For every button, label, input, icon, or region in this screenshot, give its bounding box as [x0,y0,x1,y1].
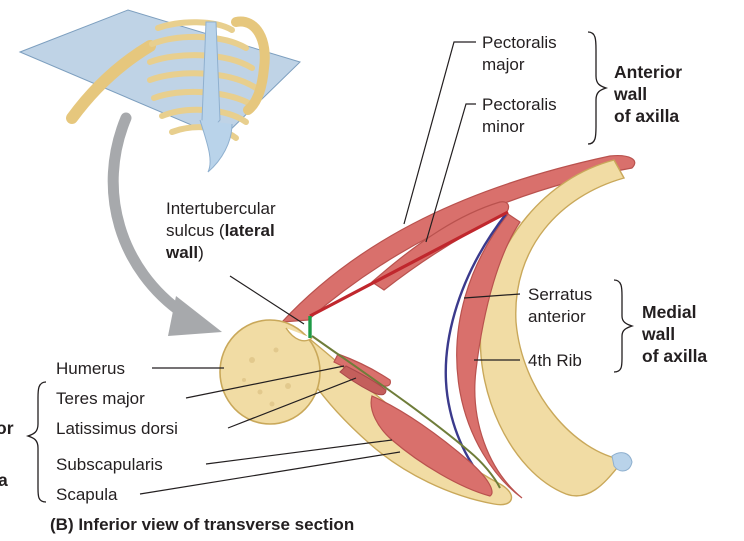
pectoralis-minor-label: Pectoralis minor [482,95,561,136]
transverse-section [220,156,635,505]
fourth-rib-label: 4th Rib [528,351,582,370]
posterior-wall-brace [28,382,46,502]
thorax-thumbnail [20,10,300,172]
subscapularis-label: Subscapularis [56,455,163,474]
latissimus-dorsi-label: Latissimus dorsi [56,419,178,438]
medial-wall-group-label: Medial wall of axilla [641,302,707,366]
intertubercular-sulcus-label: Intertubercular sulcus (lateral wall) [165,199,280,262]
scapula-label: Scapula [56,485,118,504]
anterior-wall-group-label: Anterior wall of axilla [613,62,687,126]
thumbnail-costal-cartilage [200,120,232,172]
posterior-wall-partial-label: or a [0,418,18,490]
humerus-label: Humerus [56,359,125,378]
serratus-anterior-label: Serratus anterior [528,285,597,326]
anterior-wall-brace [588,32,606,144]
teres-major-label: Teres major [56,389,145,408]
figure-caption: (B) Inferior view of transverse section [50,515,354,534]
medial-wall-brace [614,280,632,372]
pectoralis-major-label: Pectoralis major [482,33,561,74]
